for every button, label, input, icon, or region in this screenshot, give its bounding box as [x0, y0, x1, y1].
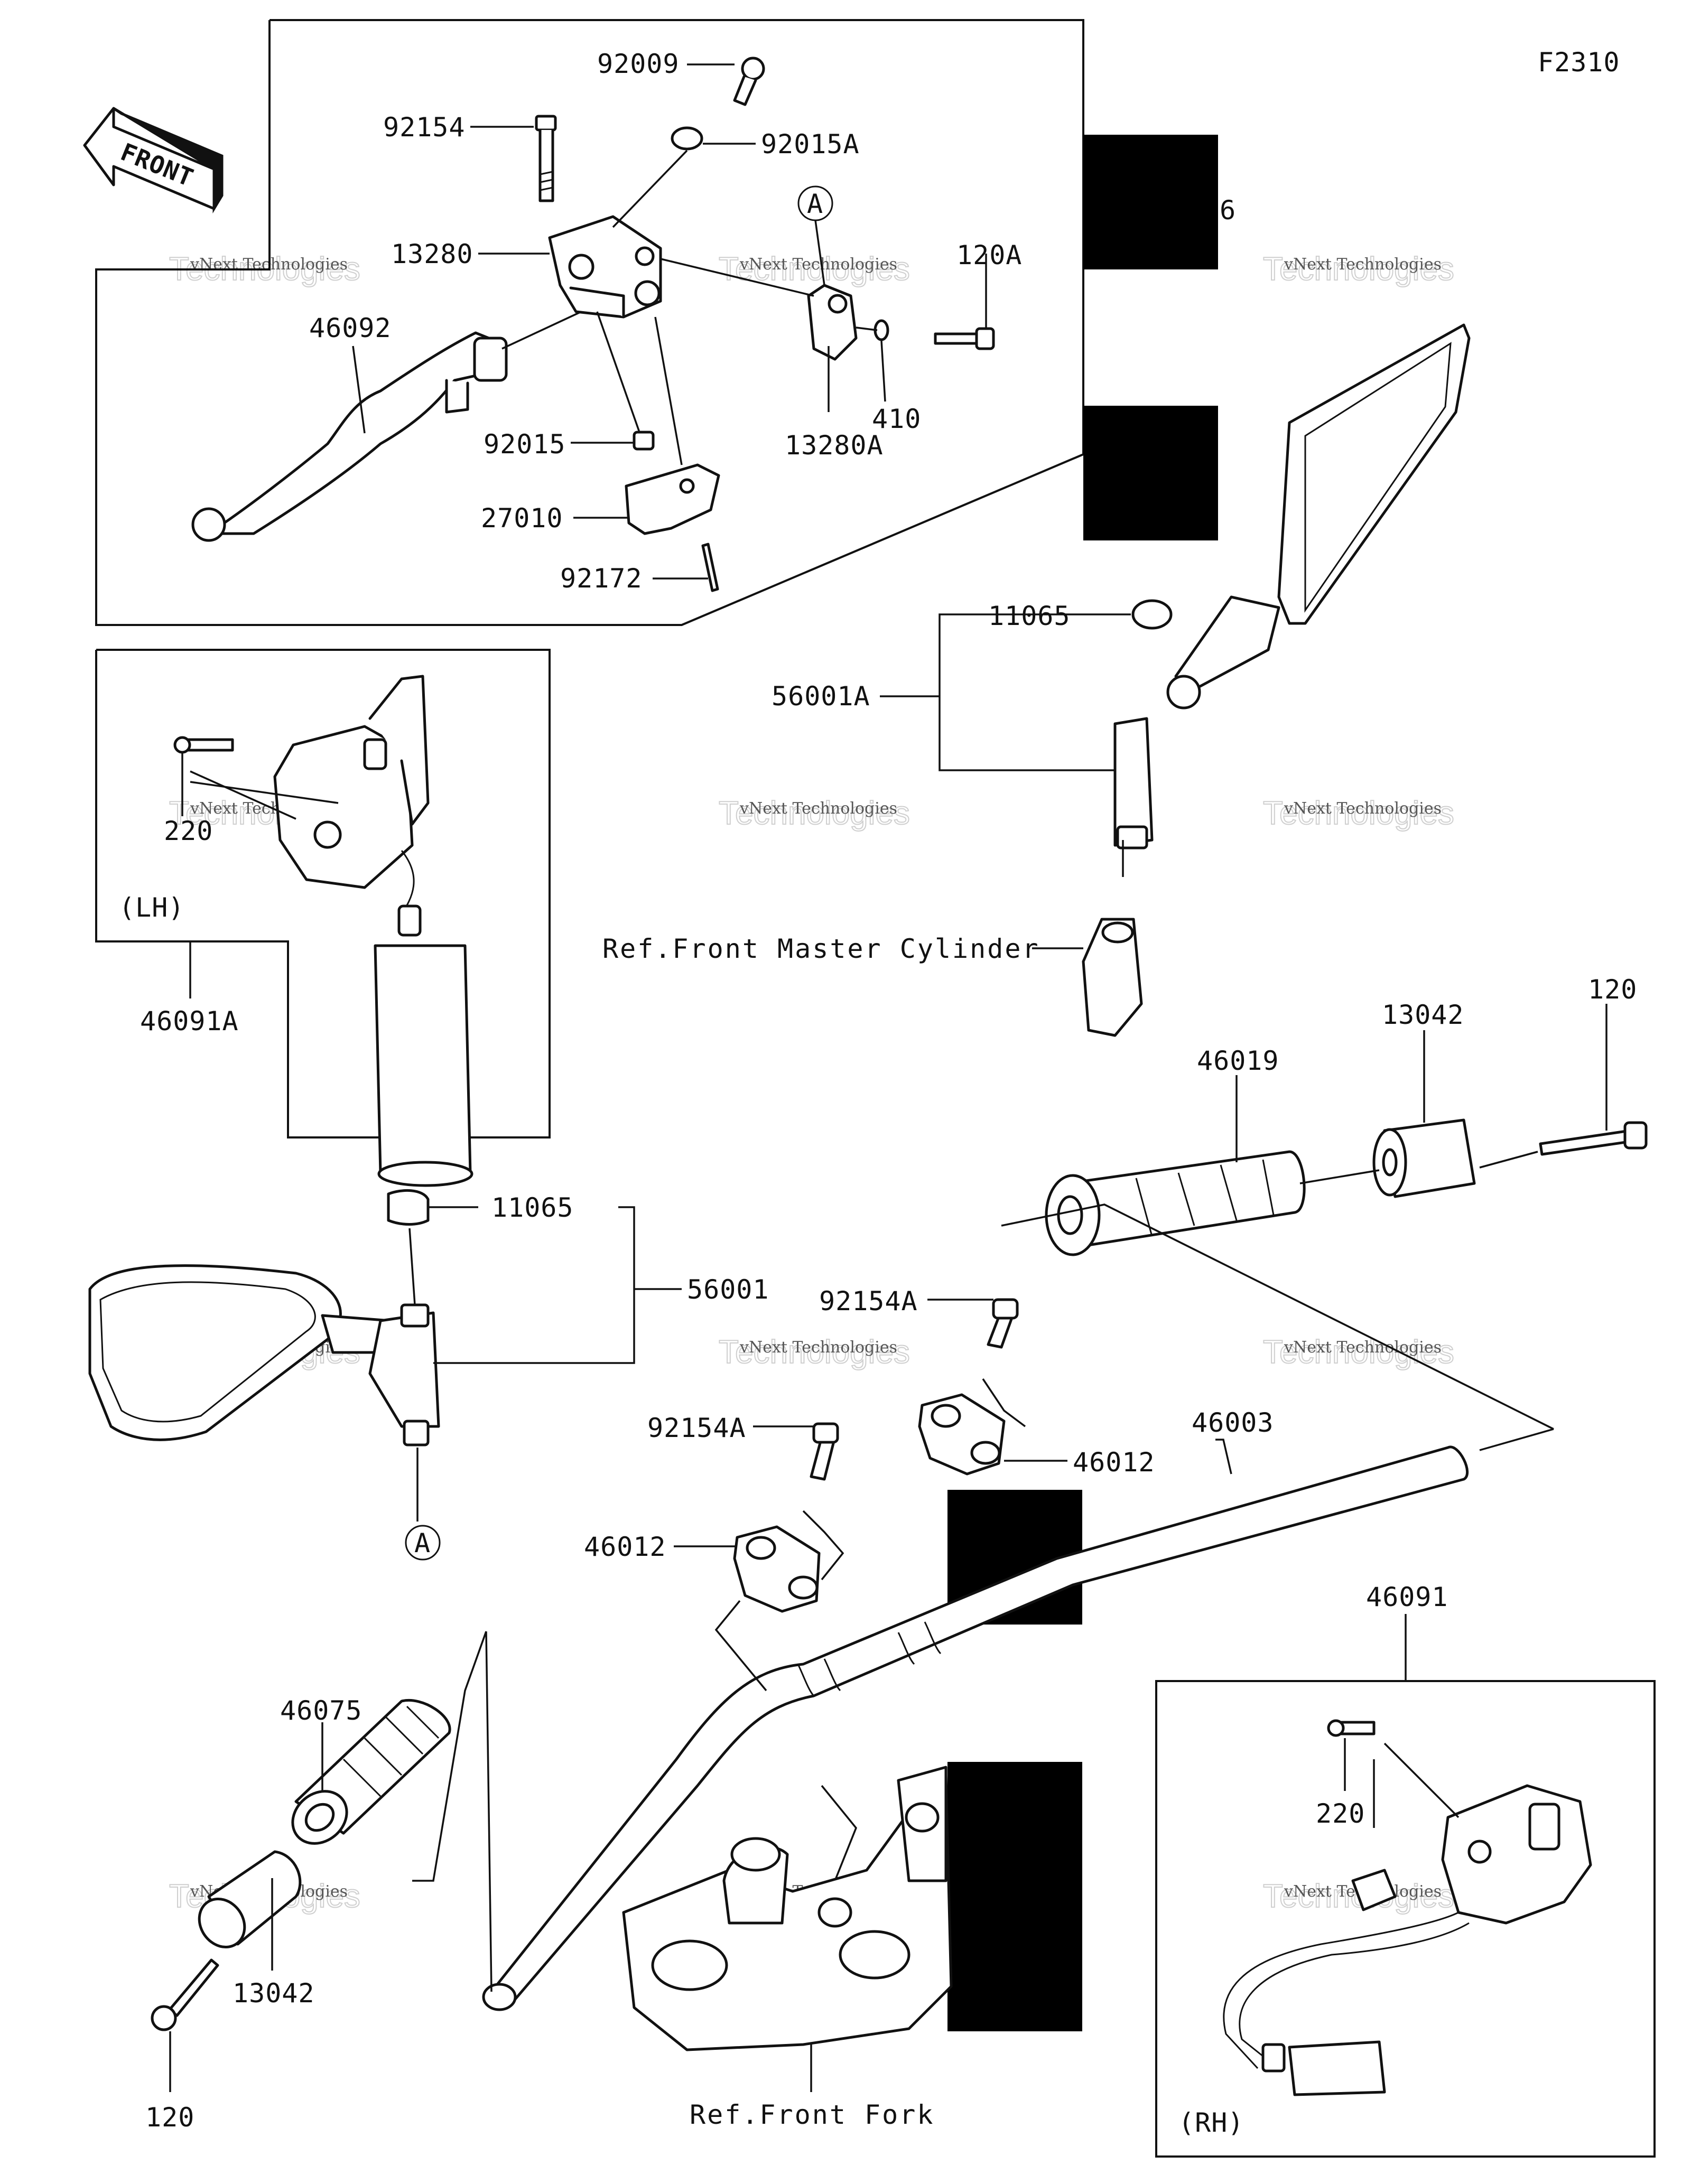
redaction-block	[1083, 135, 1218, 269]
master-cylinder-ref	[1082, 918, 1143, 1037]
label-13280: 13280	[391, 239, 473, 269]
lh-switch-frame	[95, 649, 551, 1138]
label-ref-master-cylinder: Ref.Front Master Cylinder	[602, 934, 1040, 964]
leader-lines-right-mirror	[880, 613, 1131, 949]
grip-46019	[1045, 1150, 1306, 1256]
watermark-text: vNext Technologies	[1284, 255, 1442, 274]
leader-lines-rh	[1344, 1738, 1460, 1828]
label-220-rh: 220	[1316, 1798, 1365, 1829]
label-46092: 46092	[309, 313, 392, 343]
holder-46012-left	[733, 1525, 821, 1613]
label-ref-front-fork: Ref.Front Fork	[690, 2099, 934, 2130]
label-92172: 92172	[560, 563, 643, 594]
holder-46012-right	[918, 1393, 1006, 1476]
weight-13042-bottom	[198, 1850, 302, 1949]
label-92154a-top: 92154A	[819, 1286, 918, 1317]
label-92154a-mid: 92154A	[647, 1413, 746, 1443]
bolt-92154a-mid	[810, 1422, 839, 1481]
diagram-code: F2310	[1538, 47, 1620, 78]
bolt-120-top	[1539, 1121, 1648, 1156]
label-46091a: 46091A	[140, 1006, 239, 1037]
label-46075: 46075	[280, 1695, 363, 1726]
label-46012-left: 46012	[584, 1532, 666, 1562]
label-11065-top: 11065	[988, 601, 1071, 631]
watermark-text: vNext Technologies	[739, 255, 897, 274]
label-92009: 92009	[597, 49, 680, 79]
callout-a-bottom: A	[405, 1525, 441, 1561]
watermark-text: vNext Technologies	[1284, 799, 1442, 818]
leader-lines-right-grip	[1001, 1004, 1608, 1451]
switch-lh-46091a	[173, 675, 473, 1187]
watermark-logo: Technologies	[1263, 1334, 1454, 1370]
label-92015: 92015	[484, 429, 566, 460]
watermark-text: vNext Technologies	[739, 1338, 897, 1357]
lever-46092	[191, 331, 508, 542]
callout-a-top: A	[797, 185, 833, 221]
rh-switch-frame	[1155, 1680, 1656, 2158]
redaction-block	[1083, 406, 1218, 540]
watermark-logo: Technologies	[719, 1334, 910, 1370]
bolt-92154	[535, 115, 557, 202]
label-46003: 46003	[1192, 1407, 1274, 1438]
clamp-13280a	[807, 284, 858, 361]
mirror-56001	[88, 1189, 440, 1446]
leader-lines-handlebar	[1215, 1439, 1232, 1474]
weight-13042-top	[1372, 1118, 1476, 1198]
bolt-92154a-top	[987, 1298, 1019, 1349]
callout-a-letter: A	[807, 189, 823, 219]
switch-rh-46091	[1223, 1719, 1592, 2096]
watermark-logo: Technologies	[719, 251, 910, 287]
bolt-120a	[934, 327, 995, 350]
watermark-logo: Technologies	[1263, 795, 1454, 832]
label-120a: 120A	[956, 240, 1022, 270]
watermark-logo: Technologies	[1263, 251, 1454, 287]
lever-assembly-frame	[95, 19, 1084, 626]
redacted-fragment: 6	[1220, 195, 1236, 226]
front-fork-ref	[622, 1766, 953, 2051]
screw-92172	[701, 543, 719, 592]
label-120-top: 120	[1588, 974, 1637, 1005]
nut-92015	[633, 431, 655, 451]
switch-27010	[625, 463, 720, 535]
front-arrow-icon: FRONT	[83, 107, 224, 214]
label-13042-top: 13042	[1382, 1000, 1464, 1030]
label-120-bottom: 120	[145, 2102, 194, 2133]
redaction-block	[947, 1762, 1082, 2031]
label-92015a: 92015A	[761, 129, 860, 160]
label-27010: 27010	[481, 503, 563, 534]
leader-lines-top	[352, 63, 987, 580]
callout-a-letter: A	[414, 1528, 431, 1558]
mirror-56001a	[1113, 323, 1471, 877]
handlebar-46003	[482, 1445, 1469, 2011]
watermark-text: vNext Technologies	[1284, 1338, 1442, 1357]
label-46012-right: 46012	[1073, 1447, 1155, 1478]
label-56001: 56001	[687, 1274, 769, 1305]
leader-lines-left-mirror	[408, 1206, 682, 1522]
leader-lines-holders	[674, 1299, 1067, 1881]
label-rh: (RH)	[1178, 2107, 1244, 2138]
label-46091: 46091	[1366, 1582, 1448, 1612]
label-220-lh: 220	[164, 816, 213, 846]
label-46019: 46019	[1197, 1046, 1279, 1076]
bolt-120-bottom	[151, 1958, 219, 2031]
watermark-logo: Technologies	[719, 795, 910, 832]
label-13042-bottom: 13042	[233, 1978, 315, 2009]
label-13280a: 13280A	[785, 430, 884, 461]
label-56001a: 56001A	[772, 681, 870, 712]
holder-13280	[548, 215, 662, 319]
label-11065-mid: 11065	[491, 1192, 574, 1223]
label-lh: (LH)	[119, 892, 184, 923]
bolt-92009	[733, 57, 765, 106]
washer-92015a	[671, 126, 703, 151]
label-92154: 92154	[383, 112, 466, 143]
watermark-text: vNext Technologies	[739, 799, 897, 818]
leader-lines-lh	[181, 753, 339, 998]
label-410: 410	[872, 404, 921, 434]
grip-46075	[291, 1699, 451, 1845]
leader-lines-left-grip	[169, 1631, 493, 2092]
